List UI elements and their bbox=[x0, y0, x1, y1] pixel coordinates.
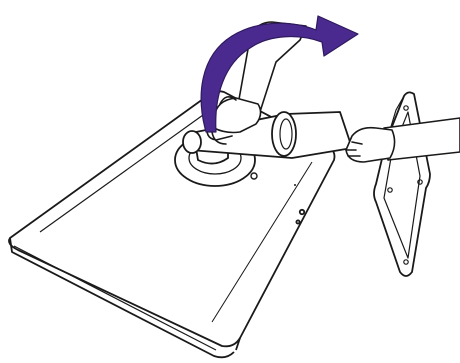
stand-foot bbox=[374, 92, 430, 276]
panel-dot bbox=[294, 184, 296, 186]
hand-right-palm bbox=[346, 128, 395, 162]
stand-arm-end bbox=[183, 131, 201, 153]
